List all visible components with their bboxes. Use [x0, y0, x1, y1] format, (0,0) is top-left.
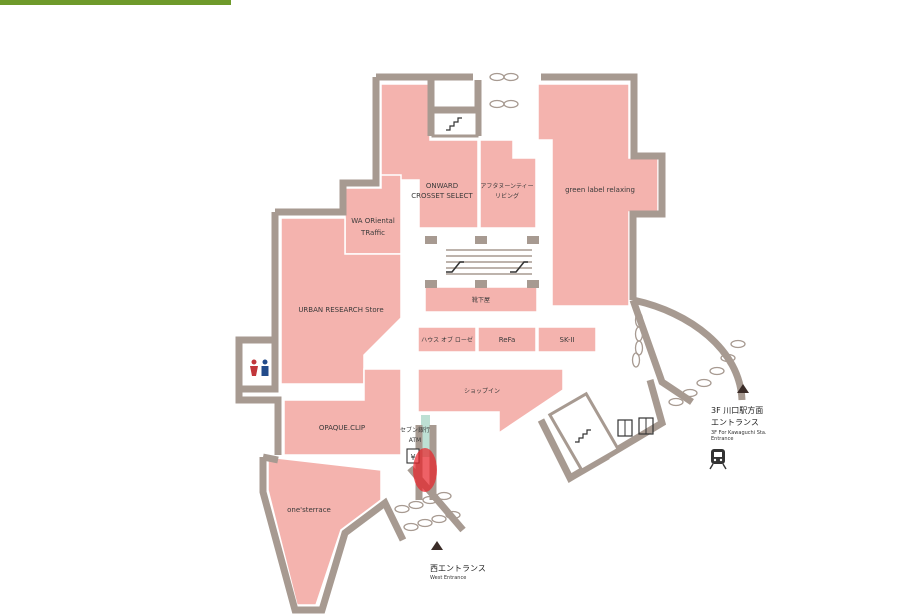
shop-refa-area[interactable]	[477, 326, 537, 353]
label-afternoon-2: リビング	[495, 192, 519, 200]
label-refa: ReFa	[499, 336, 516, 344]
stairs-icon	[446, 117, 591, 443]
kawaguchi-entrance-label: 3F 川口駅方面 エントランス 3F For Kawaguchi Sta. En…	[711, 405, 767, 442]
label-seven-bank-2: ATM	[409, 437, 421, 444]
shop-shop-in-area[interactable]	[417, 368, 564, 435]
label-urban-research: URBAN RESEARCH Store	[298, 306, 383, 314]
north-doors	[489, 72, 519, 109]
header-accent-bar	[0, 0, 231, 5]
shop-kutsushita-area[interactable]	[424, 286, 538, 313]
west-entrance-title: 西エントランス	[430, 564, 486, 573]
shop-afternoon-area[interactable]	[479, 139, 537, 229]
train-icon	[709, 449, 727, 470]
kawaguchi-entrance-title-1: 3F 川口駅方面	[711, 405, 763, 415]
shop-urban-research-area[interactable]	[280, 217, 402, 385]
shop-wa-oriental-area[interactable]	[344, 174, 402, 255]
elevator-icon	[617, 417, 654, 437]
label-house-of-rose: ハウス オブ ローゼ	[421, 336, 473, 344]
restroom-icon	[250, 359, 269, 376]
shop-labels: ONWARD CROSSET SELECT アフタヌーンティー リビング gre…	[287, 182, 635, 514]
label-wa-oriental-2: TRaffic	[360, 229, 385, 237]
label-sk2: SK-II	[560, 336, 575, 344]
stairs-north-box	[431, 110, 479, 138]
stairs-east-box	[547, 391, 621, 473]
shop-green-label-area[interactable]	[537, 83, 659, 307]
shop-areas	[267, 83, 659, 606]
doors	[394, 72, 746, 532]
shop-opaque-clip-area[interactable]	[283, 368, 402, 456]
label-shop-in: ショップイン	[464, 388, 500, 395]
shop-sk2-area[interactable]	[537, 326, 597, 353]
location-marker-icon[interactable]	[413, 448, 437, 492]
label-onward-1: ONWARD	[426, 182, 458, 190]
entrance-arrow-icon	[431, 384, 749, 550]
west-entrance-label: 西エントランス West Entrance	[430, 564, 486, 581]
kawaguchi-entrance-sub-1: 3F For Kawaguchi Sta.	[711, 430, 767, 436]
kawaguchi-entrance-title-2: エントランス	[711, 418, 759, 427]
svg-text:¥: ¥	[410, 453, 415, 462]
kawaguchi-entrance-sub-2: Entrance	[711, 436, 733, 442]
escalator-icon	[446, 261, 528, 273]
label-onward-2: CROSSET SELECT	[411, 192, 473, 200]
east-doors	[631, 312, 746, 407]
label-ones-terrace: one'sterrace	[287, 506, 331, 514]
shop-ones-terrace-area[interactable]	[267, 456, 382, 606]
label-afternoon-1: アフタヌーンティー	[480, 182, 533, 190]
escalator-area	[425, 236, 539, 288]
label-opaque-clip: OPAQUE.CLIP	[319, 424, 365, 432]
label-wa-oriental-1: WA ORiental	[351, 217, 395, 225]
atm-area	[421, 415, 430, 457]
shop-house-of-rose-area[interactable]	[417, 326, 477, 353]
label-green-label: green label relaxing	[565, 186, 635, 194]
label-kutsushita: 靴下屋	[472, 296, 490, 304]
west-entrance-sub: West Entrance	[430, 575, 466, 581]
label-seven-bank-1: セブン銀行	[400, 426, 430, 434]
west-doors	[394, 491, 461, 532]
